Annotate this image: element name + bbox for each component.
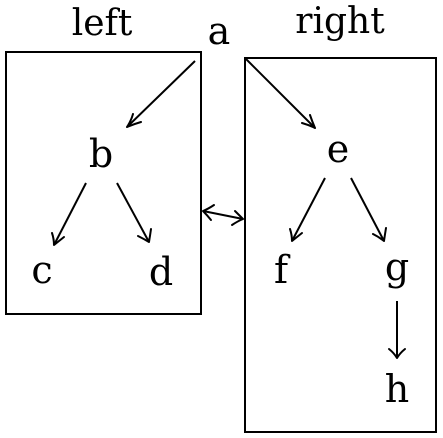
node-a: a	[208, 9, 231, 53]
left-box-label: left	[72, 3, 133, 44]
edge-b-c	[51, 182, 87, 246]
node-c: c	[31, 248, 52, 292]
node-d: d	[149, 250, 173, 294]
edge-left-right-bidirectional	[202, 204, 244, 226]
edge-g-h	[388, 301, 406, 359]
node-b: b	[89, 132, 113, 176]
node-e: e	[327, 127, 350, 171]
node-g: g	[385, 245, 409, 289]
left-box	[5, 51, 202, 315]
right-box-label: right	[295, 1, 385, 42]
edge-e-g	[350, 177, 387, 242]
edge-a-b	[126, 60, 196, 128]
node-f: f	[274, 248, 291, 292]
edge-a-e	[244, 57, 316, 129]
right-box	[244, 57, 437, 433]
node-h: h	[385, 367, 409, 411]
edge-b-d	[116, 182, 152, 243]
edge-e-f	[289, 177, 326, 242]
